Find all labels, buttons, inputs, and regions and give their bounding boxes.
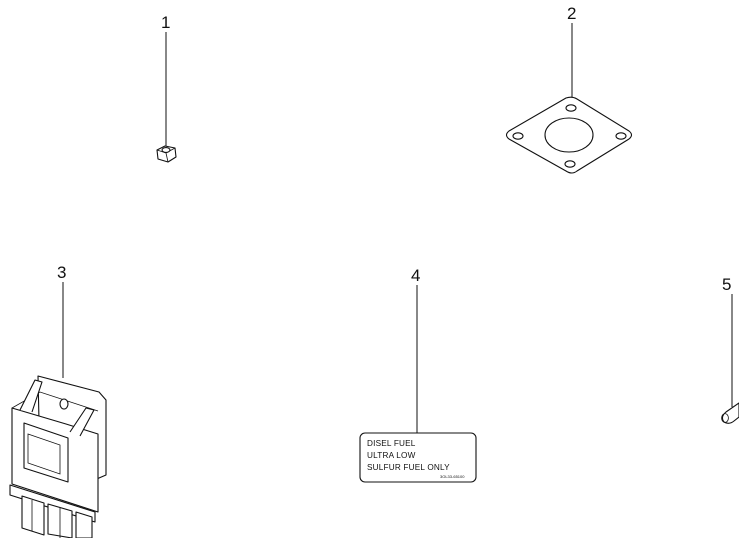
part-1: 1 [156, 13, 177, 163]
fuel-label-decal-icon: DISEL FUEL ULTRA LOW SULFUR FUEL ONLY 3O… [359, 432, 477, 483]
callout-5: 5 [722, 275, 731, 294]
part-5: 5 [721, 275, 739, 424]
part-4: 4 DISEL FUEL ULTRA LOW SULFUR FUEL ONLY … [359, 266, 477, 483]
square-gasket-icon [505, 96, 633, 174]
pin-icon [721, 402, 739, 424]
decal-line-1: DISEL FUEL [367, 439, 416, 448]
part-2: 2 [505, 4, 633, 174]
callout-4: 4 [411, 266, 420, 285]
decal-part-code: 3OL33-65100 [440, 474, 465, 479]
decal-line-2: ULTRA LOW [367, 451, 416, 460]
hex-nut-icon [156, 145, 177, 163]
callout-3: 3 [57, 263, 66, 282]
relay-module-icon [9, 375, 107, 538]
decal-outline [359, 432, 477, 483]
callout-1: 1 [161, 13, 170, 32]
part-3: 3 [9, 263, 107, 538]
decal-line-3: SULFUR FUEL ONLY [367, 463, 450, 472]
callout-2: 2 [567, 4, 576, 23]
